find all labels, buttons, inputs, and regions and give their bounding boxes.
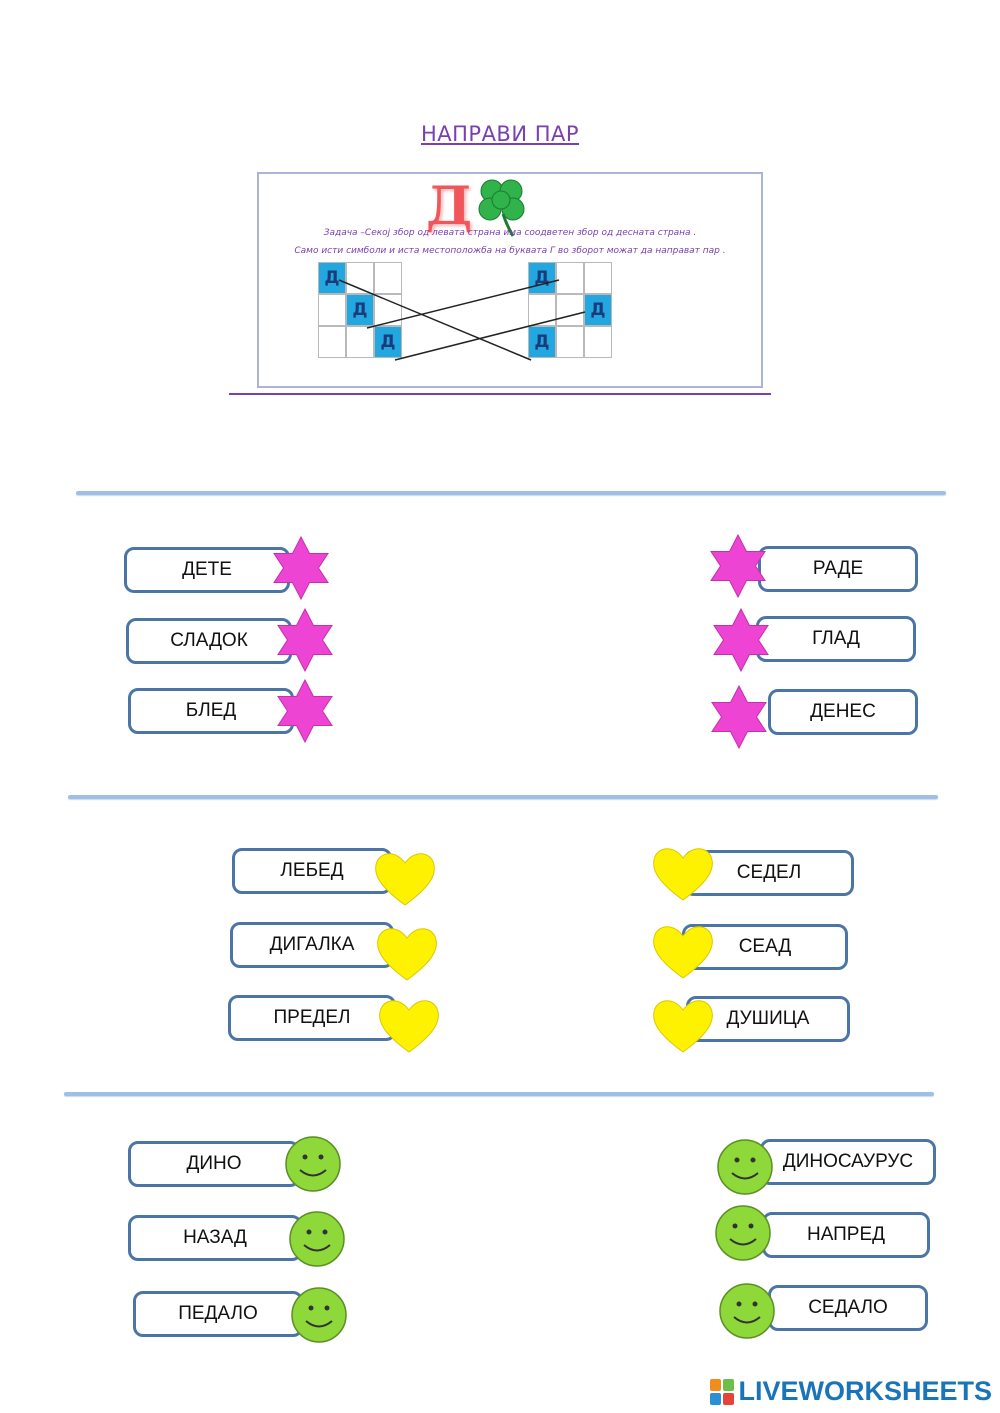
section-divider (64, 1092, 934, 1096)
star-icon[interactable] (272, 607, 338, 673)
star-icon[interactable] (706, 684, 772, 750)
example-box: Д Задача –Секој збор од левата страна им… (257, 172, 763, 388)
example-word-row: Д (528, 326, 612, 358)
smiley-icon[interactable] (290, 1286, 348, 1344)
example-instruction-1: Задача –Секој збор од левата страна има … (323, 228, 697, 238)
example-letter-cell: Д (528, 262, 556, 294)
example-connector-lines (338, 279, 586, 361)
example-line (338, 279, 532, 361)
brand-logo-icon (710, 1378, 735, 1405)
example-letter-cell (556, 294, 584, 326)
word-card-right[interactable]: НАПРЕД (762, 1212, 930, 1258)
example-word-row: Д (528, 294, 612, 326)
example-letter-cell: Д (318, 262, 346, 294)
example-letter-cell: Д (374, 326, 402, 358)
word-card-right[interactable]: СЕДЕЛ (684, 850, 854, 896)
word-card-right[interactable]: ДЕНЕС (768, 689, 918, 735)
section-divider (68, 795, 938, 799)
word-card-left[interactable]: ДИНО (128, 1141, 300, 1187)
word-card-left[interactable]: БЛЕД (128, 688, 294, 734)
brand-name: LIVEWORKSHEETS (738, 1376, 992, 1406)
heart-icon[interactable] (650, 918, 716, 984)
example-letter-cell (584, 326, 612, 358)
example-letter-cell (318, 294, 346, 326)
star-icon[interactable] (268, 535, 334, 601)
heart-icon[interactable] (650, 840, 716, 906)
section-divider (76, 491, 946, 495)
star-icon[interactable] (705, 533, 771, 599)
example-big-letter: Д (426, 176, 473, 237)
word-card-left[interactable]: ПРЕДЕЛ (228, 995, 396, 1041)
star-icon[interactable] (272, 678, 338, 744)
example-letter-cell: Д (346, 294, 374, 326)
page-title: НАПРАВИ ПАР (420, 122, 580, 146)
word-card-left[interactable]: ДИГАЛКА (230, 922, 394, 968)
smiley-icon[interactable] (718, 1282, 776, 1340)
example-letter-cell (584, 262, 612, 294)
example-underline (229, 393, 771, 395)
example-word-row: Д (528, 262, 612, 294)
word-card-left[interactable]: ПЕДАЛО (133, 1291, 303, 1337)
example-instruction-2: Само исти симболи и иста местоположба на… (294, 246, 726, 256)
example-letter-cell (556, 326, 584, 358)
word-card-right[interactable]: ДУШИЦА (686, 996, 850, 1042)
smiley-icon[interactable] (284, 1135, 342, 1193)
example-letter-cell: Д (528, 326, 556, 358)
example-letter-cell: Д (584, 294, 612, 326)
star-icon[interactable] (708, 607, 774, 673)
example-letter-cell (556, 262, 584, 294)
liveworksheets-logo: LIVEWORKSHEETS (710, 1376, 992, 1407)
heart-icon[interactable] (376, 992, 442, 1058)
example-line (366, 279, 560, 329)
example-word-row: Д (318, 326, 402, 358)
word-card-right[interactable]: ДИНОСАУРУС (760, 1139, 936, 1185)
word-card-right[interactable]: ГЛАД (756, 616, 916, 662)
example-letter-cell (318, 326, 346, 358)
word-card-right[interactable]: СЕДАЛО (768, 1285, 928, 1331)
clover-icon (478, 179, 525, 237)
smiley-icon[interactable] (716, 1138, 774, 1196)
word-card-left[interactable]: ДЕТЕ (124, 547, 290, 593)
word-card-left[interactable]: СЛАДОК (126, 618, 292, 664)
smiley-icon[interactable] (288, 1210, 346, 1268)
word-card-left[interactable]: ЛЕБЕД (232, 848, 392, 894)
heart-icon[interactable] (650, 992, 716, 1058)
smiley-icon[interactable] (714, 1204, 772, 1262)
example-letter-cell (374, 262, 402, 294)
word-card-right[interactable]: РАДЕ (758, 546, 918, 592)
heart-icon[interactable] (374, 920, 440, 986)
example-word-row: Д (318, 262, 402, 294)
heart-icon[interactable] (372, 845, 438, 911)
example-letter-cell (346, 326, 374, 358)
word-card-left[interactable]: НАЗАД (128, 1215, 302, 1261)
example-line (394, 311, 586, 361)
